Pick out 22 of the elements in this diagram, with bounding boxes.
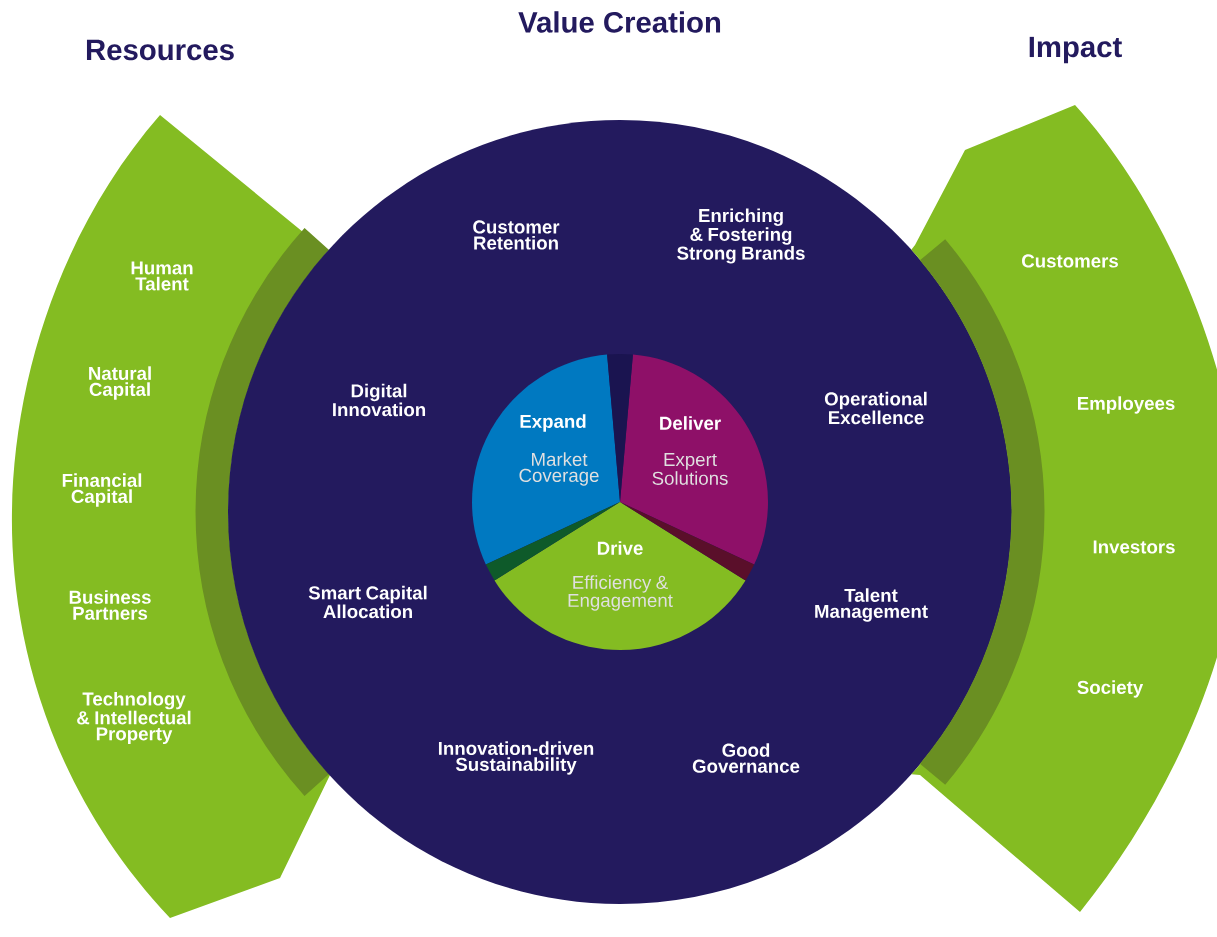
- item-label: Investors: [1093, 540, 1175, 554]
- item-label: Talent Management: [815, 588, 928, 622]
- item-label: Customers: [1022, 254, 1118, 268]
- item-label: Society: [1077, 680, 1144, 698]
- title: Value Creation: [518, 11, 721, 33]
- item-label: Natural Capital: [89, 366, 151, 400]
- item-label: Employees: [1078, 396, 1175, 414]
- heading: Resources: [86, 39, 234, 61]
- item-label: Customer Retention: [473, 220, 560, 250]
- item-label: Financial Capital: [62, 473, 142, 507]
- item-label: Smart Capital Allocation: [308, 585, 427, 619]
- item-label: Enriching & Fostering Strong Brands: [677, 208, 805, 264]
- item-label: Innovation-driven Sustainability: [438, 741, 594, 775]
- item-label: Business Partners: [69, 590, 151, 620]
- item-label: Operational Excellence: [824, 391, 927, 425]
- item-label: Good Governance: [692, 743, 800, 773]
- item-label: Digital Innovation: [333, 383, 426, 417]
- item-label: Technology & Intellectual Property: [77, 691, 191, 745]
- slice-title: Expand: [520, 414, 586, 432]
- item-label: Human Talent: [131, 261, 193, 291]
- slice-label: Market Coverage: [519, 452, 599, 486]
- heading: Impact: [1029, 36, 1122, 64]
